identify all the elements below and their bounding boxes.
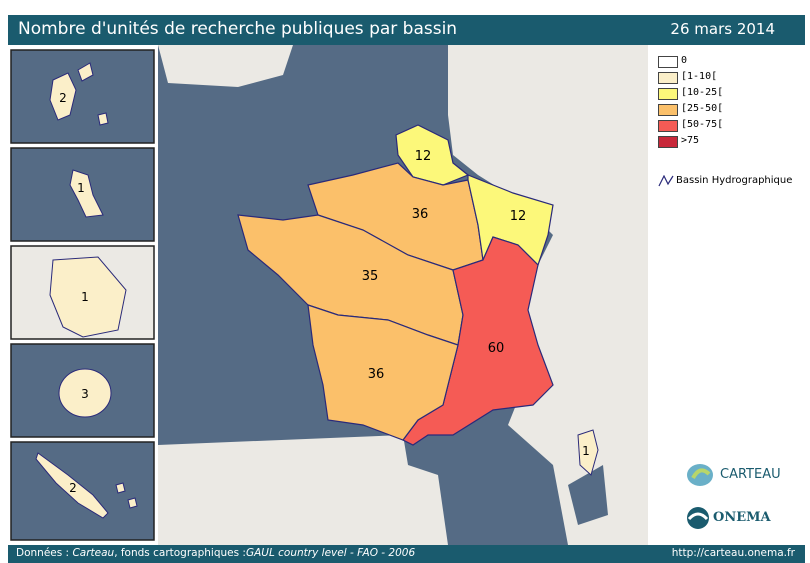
legend: 0 [1-10[ [10-25[ [25-50[ [50-75[ >75 Bas… — [658, 55, 808, 187]
carteau-logo-text: CARTEAU — [720, 467, 781, 482]
footer-source-detail: GAUL country level - FAO - 2006 — [245, 547, 416, 559]
legend-item: >75 — [658, 135, 808, 151]
bassin-line-icon — [658, 175, 674, 187]
continent-land — [448, 45, 648, 545]
footer-url[interactable]: http://carteau.onema.fr — [671, 547, 795, 559]
inset-label-guyane: 1 — [81, 290, 89, 304]
legend-item: [50-75[ — [658, 119, 808, 135]
sea-patch — [568, 465, 608, 525]
footer-credits: Données : Carteau, fonds cartographiques… — [16, 547, 415, 559]
onema-logo-icon — [687, 507, 709, 529]
legend-item: [25-50[ — [658, 103, 808, 119]
inset-guadeloupe: 2 — [10, 49, 155, 144]
inset-guyane: 1 — [10, 245, 155, 340]
inset-label-reunion: 3 — [81, 387, 89, 401]
map-title: Nombre d'unités de recherche publiques p… — [18, 19, 458, 39]
inset-martinique: 1 — [10, 147, 155, 242]
map-date: 26 mars 2014 — [670, 20, 775, 38]
onema-logo-text: ONEMA — [713, 510, 771, 525]
legend-item: 0 — [658, 55, 808, 71]
footer-source-name: Carteau — [72, 547, 115, 559]
inset-label-martinique: 1 — [77, 181, 85, 195]
region-adour-garonne — [307, 304, 459, 441]
legend-label: [1-10[ — [681, 71, 718, 82]
legend-swatch — [658, 136, 678, 148]
legend-swatch — [658, 72, 678, 84]
britain-land — [158, 45, 293, 87]
legend-swatch — [658, 88, 678, 100]
legend-label: 0 — [681, 55, 688, 66]
map-footer: Données : Carteau, fonds cartographiques… — [8, 545, 805, 563]
label-loire-bretagne: 35 — [362, 269, 379, 284]
legend-swatch — [658, 120, 678, 132]
label-seine-normandie: 36 — [412, 207, 429, 222]
footer-prefix: Données : — [16, 547, 73, 559]
legend-label: [25-50[ — [681, 103, 724, 114]
legend-bassin-label: Bassin Hydrographique — [676, 175, 793, 186]
logos-area: CARTEAU ONEMA — [680, 455, 805, 540]
label-rhone-mediterranee: 60 — [488, 341, 505, 356]
footer-middle: , fonds cartographiques : — [114, 547, 246, 559]
label-artois-picardie: 12 — [415, 149, 432, 164]
legend-item: [1-10[ — [658, 71, 808, 87]
legend-swatch — [658, 56, 678, 68]
inset-reunion: 3 — [10, 343, 155, 438]
legend-label: >75 — [681, 135, 700, 146]
map-header: Nombre d'unités de recherche publiques p… — [8, 15, 805, 45]
carteau-logo-icon — [687, 464, 713, 486]
inset-label-nouvelle-caledonie: 2 — [69, 481, 77, 495]
spain-land — [158, 435, 448, 545]
legend-item: [10-25[ — [658, 87, 808, 103]
legend-label: [10-25[ — [681, 87, 724, 98]
legend-label: [50-75[ — [681, 119, 724, 130]
label-adour-garonne: 36 — [368, 367, 385, 382]
region-corse — [577, 429, 599, 476]
label-corse: 1 — [582, 444, 590, 458]
legend-swatch — [658, 104, 678, 116]
inset-label-guadeloupe: 2 — [59, 91, 67, 105]
label-rhin-meuse: 12 — [510, 209, 527, 224]
inset-nouvelle-caledonie: 2 — [10, 441, 155, 541]
